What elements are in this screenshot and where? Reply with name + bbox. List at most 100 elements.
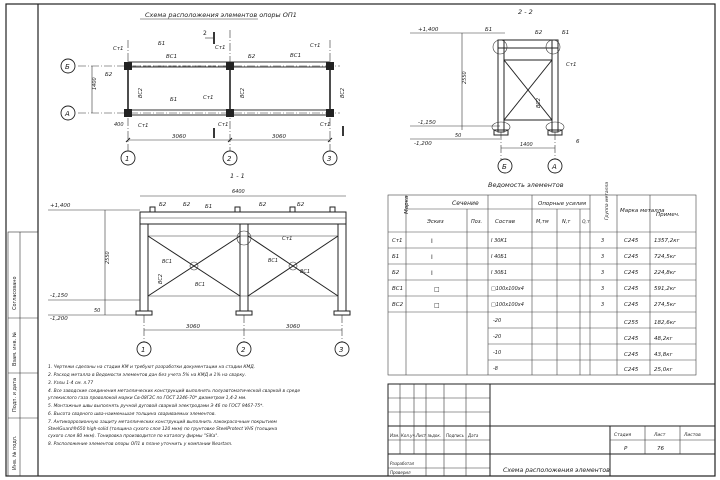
table-cell-composition: -10: [493, 350, 501, 356]
plan-column: [226, 62, 234, 70]
table-title: Ведомость элементов: [488, 181, 564, 189]
section11-label-b2: Б2: [297, 202, 305, 208]
stamp-developer: Разработал: [390, 461, 415, 466]
section11-dim-height: 2550: [105, 251, 111, 264]
plan-dim-bay2: 3060: [272, 134, 286, 140]
stamp-col-doc: №док.: [427, 433, 441, 438]
stamp-sheets-header: Листов: [683, 432, 701, 438]
plan-title: Схема расположения элементов опоры ОП1: [145, 11, 297, 19]
table-cell-composition: □100х100х4: [491, 302, 524, 308]
section11-label-vs1: ВС1: [268, 258, 278, 264]
section11-dim-bay2: 3060: [286, 324, 300, 330]
note-line: 8. Расположение элементов опоры ОП1 в пл…: [48, 441, 233, 447]
table-cell-group: 3: [601, 270, 604, 276]
plan-label-b1: Б1: [158, 41, 165, 47]
section11-label-b1: Б1: [205, 204, 212, 210]
elements-table: Ведомость элементов Марка Сечение Эскиз …: [387, 181, 697, 376]
table-cell-group: 3: [601, 286, 604, 292]
notes-block: 1. Чертежи сделаны на стадии КМ и требую…: [47, 364, 300, 447]
table-cell-sketch: □: [434, 286, 440, 293]
note-line: 1. Чертежи сделаны на стадии КМ и требую…: [48, 364, 255, 370]
th-composition: Состав: [495, 219, 515, 225]
section-1-1: 1 - 1 6400 +1,400 -1,150: [48, 172, 351, 357]
th-note: Примеч.: [656, 212, 680, 218]
note-line: сухого слоя 80 мкм). Тонировка производи…: [48, 433, 219, 439]
axis-number-3: 3: [327, 155, 331, 163]
section11-title: 1 - 1: [230, 172, 245, 180]
section11-axis-3: 3: [339, 346, 343, 354]
table-cell-note: 1357,2кг: [654, 238, 680, 244]
table-cell-group: 3: [601, 238, 604, 244]
section11-label-b2: Б2: [183, 202, 191, 208]
section22-label-6: 6: [576, 139, 580, 145]
axis-number-2: 2: [227, 155, 232, 163]
plan-column: [326, 62, 334, 70]
stamp-title: Схема расположения элементов: [503, 467, 610, 474]
th-forces: Опорные усилия: [538, 201, 587, 207]
sheet-frame: [5, 3, 716, 477]
plan-label-b2: Б2: [248, 54, 256, 60]
section11-label-vs1: ВС1: [162, 259, 172, 265]
table-cell-mark: Ст1: [392, 238, 403, 244]
table-cell-steel: С245: [624, 254, 639, 260]
section22-axis-b: Б: [502, 163, 507, 171]
plan-column: [124, 109, 132, 117]
section22-mark-bottom: -1,200: [414, 141, 432, 147]
table-cell-sketch: I: [431, 254, 433, 261]
stamp-col-izm: Изм.: [390, 433, 399, 438]
axis-letter-a: А: [64, 110, 70, 118]
section22-dim-base: 50: [455, 133, 461, 139]
th-q: Q,т: [582, 219, 590, 225]
left-margin-stamp: Согласовано Взам. инв. № Подп. и дата Ин…: [7, 231, 39, 477]
plan-label-vs1: ВС1: [290, 53, 301, 59]
section22-mark-top: +1,400: [418, 27, 439, 33]
section11-label-b2: Б2: [159, 202, 167, 208]
margin-label-sign: Подп. и дата: [12, 378, 18, 412]
section22-label-vs2: ВС2: [536, 98, 542, 108]
section22-mark-mid: -1,150: [418, 120, 436, 126]
section22-title: 2 - 2: [518, 8, 533, 16]
section22-axis-a: А: [551, 163, 557, 171]
section22-label-b1: Б1: [562, 30, 569, 36]
plan-view: Схема расположения элементов опоры ОП1 2…: [60, 11, 346, 166]
margin-label-replace: Взам. инв. №: [12, 331, 18, 366]
table-cell-composition: I 40Б1: [491, 254, 507, 260]
table-cell-composition: -8: [493, 366, 498, 372]
plan-dim-bay1: 3060: [172, 134, 186, 140]
plan-dim-height: 1400: [92, 77, 98, 90]
table-cell-note: 591,2кг: [654, 286, 676, 292]
th-m: М,тм: [536, 219, 549, 225]
section11-mark-bottom: -1,200: [50, 316, 68, 322]
plan-label-st1: Ст1: [310, 43, 321, 49]
plan-label-vs2: ВС2: [138, 88, 144, 98]
note-line: 3. Узлы 1-4 см. л.77: [48, 380, 93, 386]
plan-label-st1: Ст1: [138, 123, 149, 129]
plan-label-b2: Б2: [105, 72, 113, 78]
stamp-checked: Проверил: [390, 470, 411, 475]
section22-dim-width: 1400: [520, 142, 533, 148]
section11-label-b2: Б2: [259, 202, 267, 208]
plan-column: [226, 109, 234, 117]
table-cell-group: 3: [601, 302, 604, 308]
table-cell-sketch: I: [431, 270, 433, 277]
table-cell-steel: С245: [624, 367, 639, 373]
section11-mark-top: +1,400: [50, 203, 71, 209]
table-cell-mark: Б1: [392, 254, 399, 260]
stamp-sheet: 76: [657, 446, 664, 452]
table-cell-mark: ВС2: [392, 302, 404, 308]
plan-label-st1: Ст1: [203, 95, 214, 101]
th-steel: Марка металла: [620, 208, 665, 214]
table-cell-steel: С245: [624, 286, 639, 292]
plan-label-st1: Ст1: [113, 46, 124, 52]
section11-axis-1: 1: [141, 346, 145, 354]
note-line: 4. Все заводские соединения металлически…: [48, 388, 300, 394]
th-section: Сечение: [452, 200, 479, 207]
table-body: Ст1 I I 30К1 3 С245 1357,2кг Б1 I I 40Б1…: [388, 238, 696, 373]
section22-dim-height: 2550: [462, 71, 468, 84]
note-line: 6. Высота сварного шва-наименьшая толщин…: [48, 411, 216, 417]
th-n: N,т: [562, 219, 571, 225]
table-cell-sketch: □: [434, 302, 440, 309]
plan-label-vs2: ВС2: [240, 88, 246, 98]
section11-mark-mid: -1,150: [50, 293, 68, 299]
